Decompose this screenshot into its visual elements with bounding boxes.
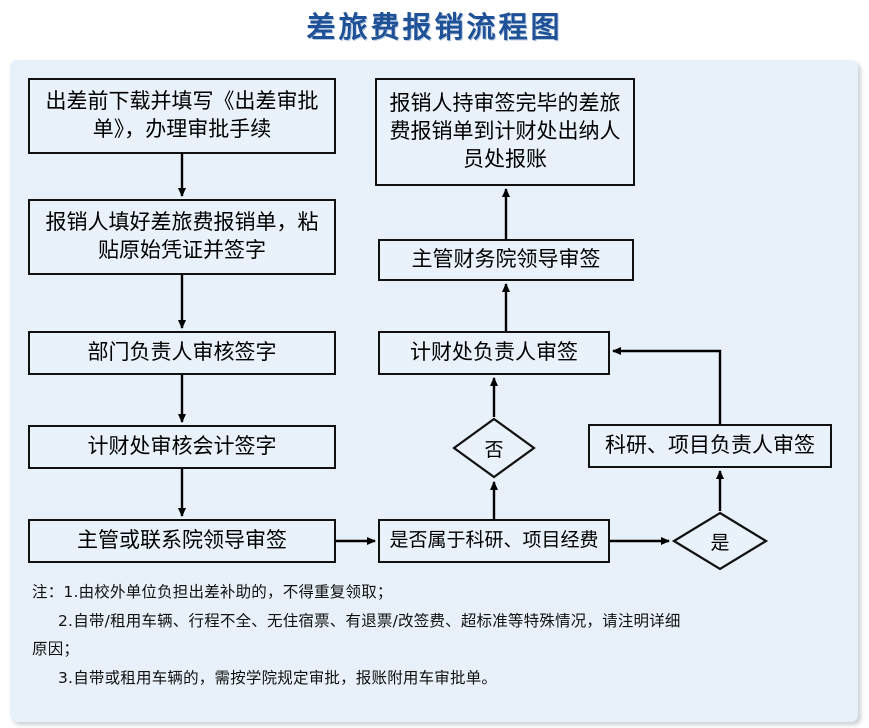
decision-label: 是 xyxy=(710,531,730,554)
node-label: 主管财务院领导审签 xyxy=(411,247,601,272)
node-fill-reimbursement-form[interactable]: 报销人填好差旅费报销单，粘贴原始凭证并签字 xyxy=(28,199,336,275)
diamond-shape-icon xyxy=(672,511,768,571)
decision-no[interactable]: 否 xyxy=(452,417,536,479)
note-item-3: 3.自带或租用车辆的，需按学院规定审批，报账附用车审批单。 xyxy=(58,669,498,688)
diamond-shape-icon xyxy=(452,417,536,479)
node-label: 报销人填好差旅费报销单，粘贴原始凭证并签字 xyxy=(45,210,319,262)
node-label: 是否属于科研、项目经费 xyxy=(389,529,599,552)
decision-label: 否 xyxy=(484,438,504,461)
node-supervising-leader-sign[interactable]: 主管或联系院领导审签 xyxy=(28,519,336,563)
note-item-2-cont: 原因； xyxy=(32,640,80,659)
decision-yes[interactable]: 是 xyxy=(672,511,768,571)
page-title: 差旅费报销流程图 xyxy=(306,10,563,44)
node-finance-accountant-review[interactable]: 计财处审核会计签字 xyxy=(28,425,336,469)
node-label: 计财处审核会计签字 xyxy=(87,434,277,459)
node-label: 报销人持审签完毕的差旅费报销单到计财处出纳人员处报账 xyxy=(389,91,621,171)
node-label: 主管或联系院领导审签 xyxy=(77,528,287,553)
note-item-2: 2.自带/租用车辆、行程不全、无住宿票、有退票/改签费、超标准等特殊情况，请注明… xyxy=(58,611,681,630)
note-item-1: 注：1.由校外单位负担出差补助的，不得重复领取； xyxy=(32,583,393,601)
node-cashier-settlement[interactable]: 报销人持审签完毕的差旅费报销单到计财处出纳人员处报账 xyxy=(375,78,635,186)
node-project-leader-sign[interactable]: 科研、项目负责人审签 xyxy=(588,424,832,468)
node-finance-head-sign[interactable]: 计财处负责人审签 xyxy=(378,331,610,375)
node-travel-application[interactable]: 出差前下载并填写《出差审批单》，办理审批手续 xyxy=(28,78,336,154)
node-label: 计财处负责人审签 xyxy=(410,340,578,365)
node-label: 出差前下载并填写《出差审批单》，办理审批手续 xyxy=(45,89,319,141)
node-research-funding-question[interactable]: 是否属于科研、项目经费 xyxy=(378,519,610,563)
node-label: 部门负责人审核签字 xyxy=(87,340,277,365)
node-department-head-review[interactable]: 部门负责人审核签字 xyxy=(28,331,336,375)
node-label: 科研、项目负责人审签 xyxy=(605,433,815,458)
node-finance-vice-president-sign[interactable]: 主管财务院领导审签 xyxy=(378,239,634,281)
notes-block: 注：1.由校外单位负担出差补助的，不得重复领取； 2.自带/租用车辆、行程不全、… xyxy=(32,578,832,693)
